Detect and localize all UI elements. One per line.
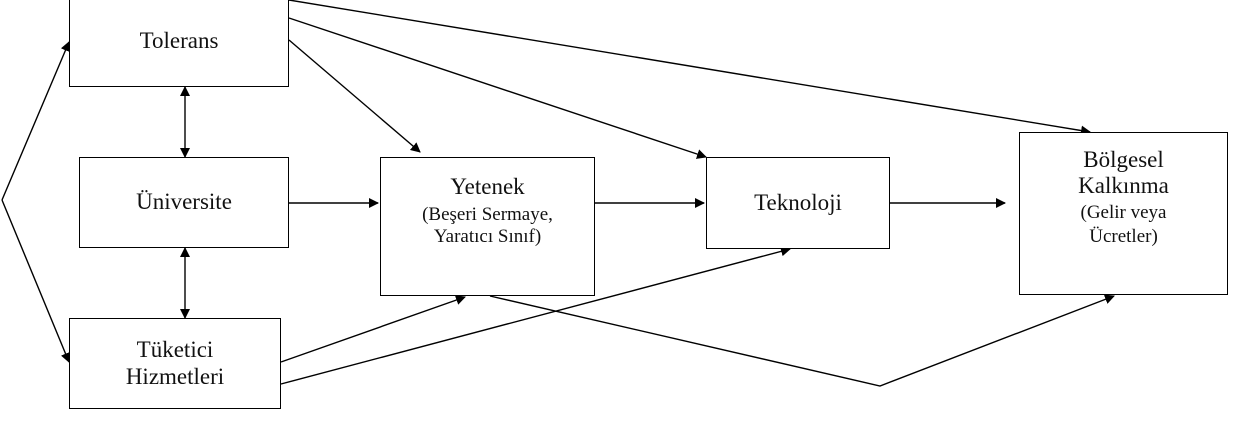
- node-bolgesel-line3: (Gelir veya: [1080, 201, 1167, 223]
- node-tolerans-label: Tolerans: [139, 28, 219, 54]
- node-bolgesel-line2: Kalkınma: [1078, 173, 1169, 199]
- node-yetenek: Yetenek (Beşeri Sermaye, Yaratıcı Sınıf): [380, 157, 595, 296]
- node-teknoloji: Teknoloji: [706, 157, 890, 249]
- arrow-tolerans-to-yetenek: [288, 39, 421, 153]
- node-tuketici-line1: Tüketici: [136, 337, 214, 363]
- node-yetenek-title: Yetenek: [450, 174, 525, 199]
- node-yetenek-line1: (Beşeri Sermaye,: [422, 204, 553, 226]
- node-tuketici-hizmetleri: Tüketici Hizmetleri: [69, 318, 281, 409]
- arrow-origin-to-tolerans: [1, 41, 71, 201]
- arrow-yetenek-to-bolgesel: [489, 294, 1115, 387]
- node-yetenek-line2: Yaratıcı Sınıf): [433, 226, 542, 248]
- arrow-tuketici-to-teknoloji: [280, 246, 791, 385]
- arrow-tolerans-to-teknoloji: [288, 17, 707, 159]
- arrow-tolerans-to-bolgesel: [288, 0, 1091, 136]
- node-teknoloji-label: Teknoloji: [754, 189, 842, 215]
- arrow-tuketici-to-yetenek: [280, 295, 466, 363]
- node-tuketici-line2: Hizmetleri: [125, 363, 225, 389]
- node-bolgesel-line1: Bölgesel: [1083, 147, 1164, 172]
- arrow-origin-to-tuketici: [1, 199, 71, 363]
- node-universite-label: Üniversite: [136, 189, 232, 215]
- node-bolgesel-kalkinma: Bölgesel Kalkınma (Gelir veya Ücretler): [1019, 132, 1228, 295]
- node-tolerans: Tolerans: [69, 0, 289, 87]
- node-bolgesel-line4: Ücretler): [1089, 225, 1158, 247]
- node-universite: Üniversite: [79, 157, 289, 248]
